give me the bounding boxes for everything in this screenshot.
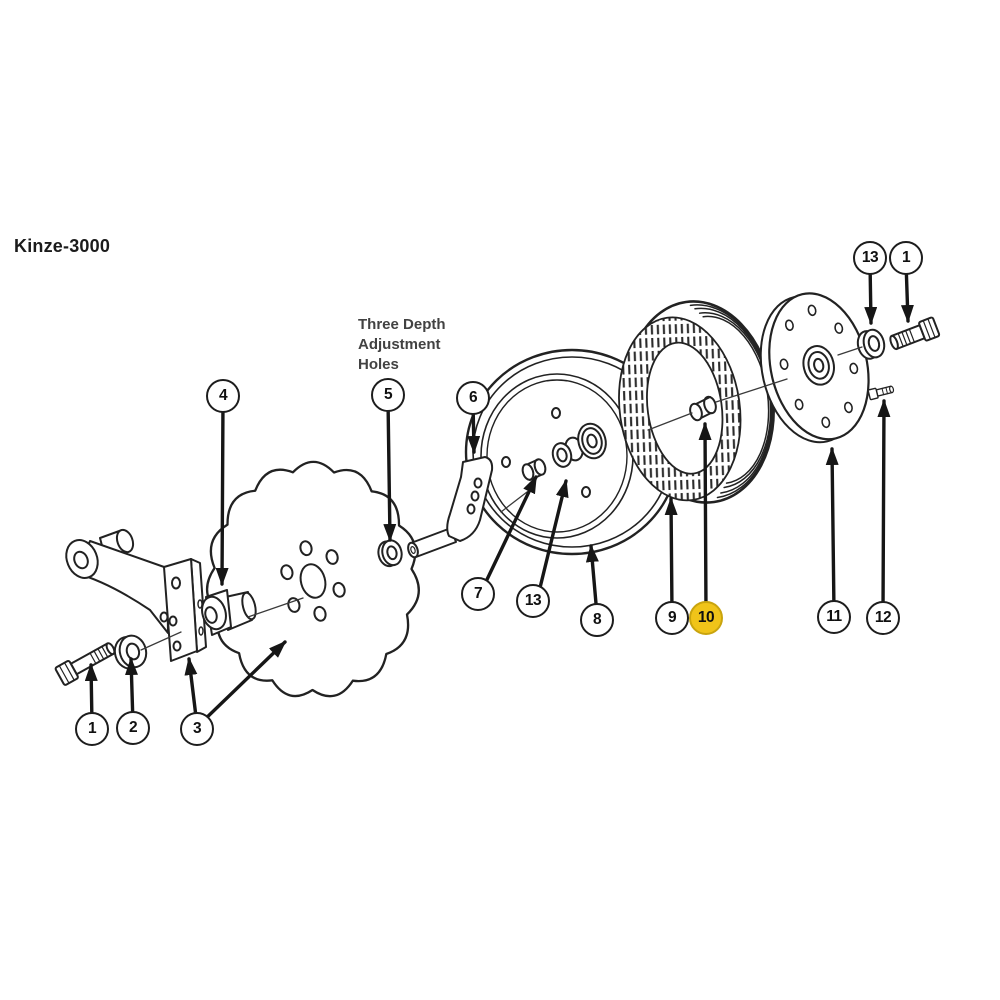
callout-number: 13 [524, 592, 542, 609]
disc-blade-drawing [206, 460, 420, 698]
callout-number: 6 [468, 389, 478, 406]
shank-mount-bolt-drawing [54, 642, 116, 686]
callout-wheel-bushing[interactable]: 7 [461, 577, 495, 611]
callout-hub-bolt[interactable]: 1 [889, 241, 923, 275]
shank-bracket-drawing [65, 528, 207, 662]
callout-number: 13 [861, 249, 879, 266]
callout-tire[interactable]: 9 [655, 601, 689, 635]
callout-number: 1 [87, 720, 97, 737]
cover-plate-drawing [759, 292, 870, 444]
cover-plate-bolt-drawing [867, 385, 895, 401]
callout-number: 11 [826, 608, 842, 625]
callout-number: 3 [192, 720, 202, 737]
hub-bolt-drawing [889, 316, 941, 351]
callout-number: 4 [218, 387, 228, 404]
hub-washer-drawing [856, 328, 886, 360]
callout-disc-washer[interactable]: 5 [371, 378, 405, 412]
callout-cover-plate-bolt[interactable]: 12 [866, 601, 900, 635]
callout-number: 8 [592, 611, 602, 628]
callout-shank-mount-washer[interactable]: 2 [116, 711, 150, 745]
hub-spindle-drawing [201, 589, 257, 636]
depth-holes-label: Three Depth Adjustment Holes [358, 315, 446, 374]
callout-wheel-bearing[interactable]: 13 [516, 584, 550, 618]
callout-number: 2 [128, 719, 138, 736]
depth-holes-label-line1: Three Depth [358, 316, 446, 333]
depth-holes-label-line2: Adjustment [358, 335, 441, 353]
callout-number: 5 [383, 386, 393, 403]
callout-shank-mount-bolt[interactable]: 1 [75, 712, 109, 746]
callout-shank-bracket-disc[interactable]: 3 [180, 712, 214, 746]
callout-wheel-rim[interactable]: 8 [580, 603, 614, 637]
callout-number: 1 [901, 249, 911, 266]
callout-tire-bushing-highlighted[interactable]: 10 [689, 601, 723, 635]
callout-depth-arm[interactable]: 6 [456, 381, 490, 415]
callout-number: 12 [874, 609, 892, 626]
depth-holes-label-line3: Holes [358, 355, 399, 373]
callout-number: 10 [697, 609, 715, 626]
hub-seal-drawing [577, 422, 607, 460]
callout-number: 9 [667, 609, 677, 626]
disc-washer-drawing [377, 539, 403, 568]
diagram-title: Kinze-3000 [14, 236, 111, 256]
callout-hub-spindle[interactable]: 4 [206, 379, 240, 413]
callout-cover-plate[interactable]: 11 [817, 600, 851, 634]
axis-lines [140, 346, 863, 651]
depth-arm-drawing [407, 456, 494, 559]
callout-hub-washer[interactable]: 13 [853, 241, 887, 275]
callout-number: 7 [473, 585, 483, 602]
